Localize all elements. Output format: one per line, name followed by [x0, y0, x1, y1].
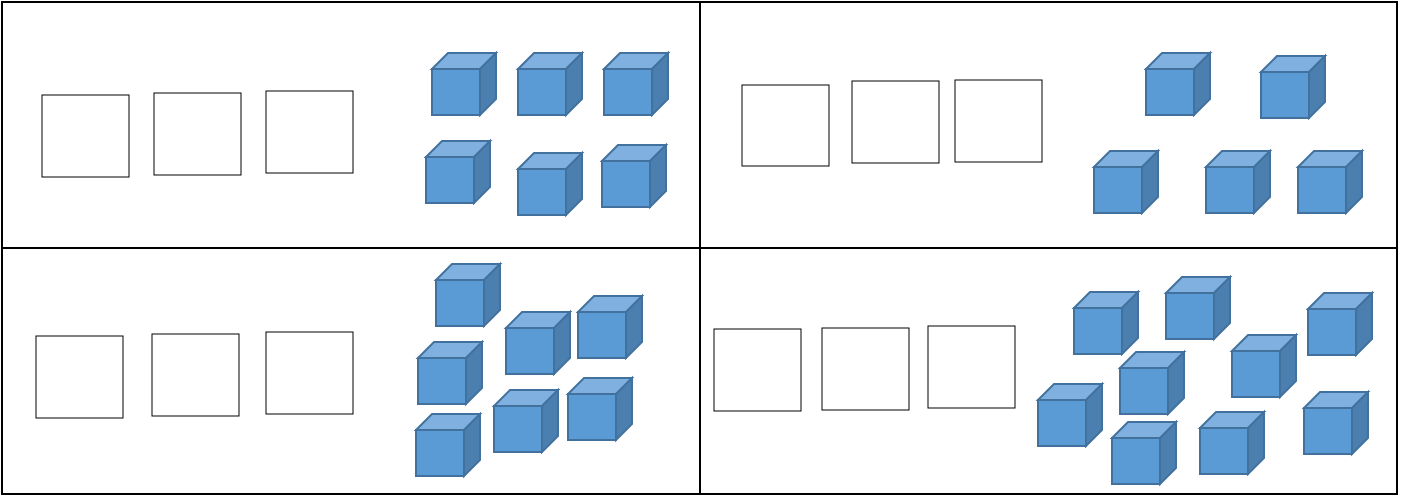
- cube-icon: [1074, 292, 1138, 354]
- cube-icon: [1094, 151, 1158, 213]
- cube-icon: [1304, 392, 1368, 454]
- cube-icon: [1200, 412, 1264, 474]
- cube-icon: [1261, 56, 1325, 118]
- cube-icon: [506, 312, 570, 374]
- cube-icon: [578, 296, 642, 358]
- answer-box[interactable]: [928, 326, 1015, 408]
- cube-icon: [568, 378, 632, 440]
- answer-box[interactable]: [266, 332, 353, 414]
- cube-icon: [1298, 151, 1362, 213]
- cube-icon: [1308, 293, 1372, 355]
- cube-icon: [426, 141, 490, 203]
- answer-box[interactable]: [154, 93, 241, 175]
- cube-icon: [518, 153, 582, 215]
- cube-icon: [1206, 151, 1270, 213]
- answer-box[interactable]: [852, 81, 939, 163]
- cube-icon: [1038, 384, 1102, 446]
- answer-box[interactable]: [42, 95, 129, 177]
- cube-icon: [1112, 422, 1176, 484]
- cube-icon: [1120, 352, 1184, 414]
- answer-box[interactable]: [152, 334, 239, 416]
- cube-icon: [1166, 277, 1230, 339]
- cube-icon: [494, 390, 558, 452]
- cube-icon: [1232, 335, 1296, 397]
- answer-box[interactable]: [36, 336, 123, 418]
- cube-icon: [604, 53, 668, 115]
- cube-icon: [518, 53, 582, 115]
- cube-icon: [436, 264, 500, 326]
- cube-icon: [602, 145, 666, 207]
- cube-icon: [418, 342, 482, 404]
- answer-box[interactable]: [266, 91, 353, 173]
- answer-box[interactable]: [742, 85, 829, 166]
- answer-box[interactable]: [714, 329, 801, 411]
- answer-box[interactable]: [955, 80, 1042, 162]
- cube-icon: [1146, 53, 1210, 115]
- cube-icon: [432, 53, 496, 115]
- cube-icon: [416, 414, 480, 476]
- answer-box[interactable]: [822, 328, 909, 410]
